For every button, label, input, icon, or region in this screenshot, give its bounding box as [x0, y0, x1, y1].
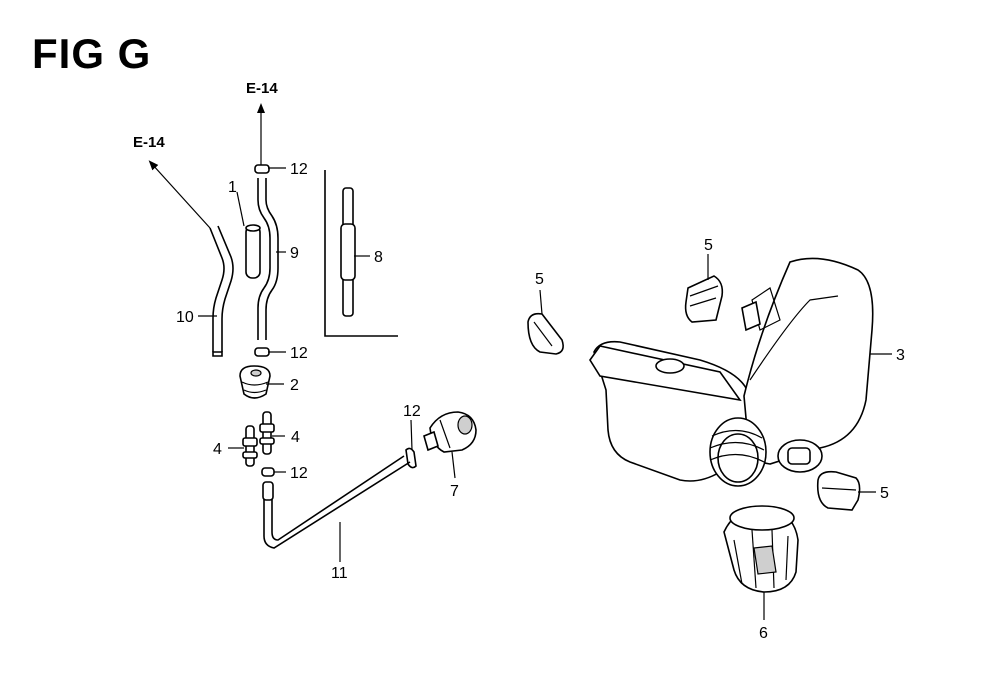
ref-arrow-left — [148, 160, 211, 229]
part-5-damper-left — [527, 312, 564, 355]
callout-5-left[interactable]: 5 — [535, 271, 544, 288]
part-5-damper-right — [816, 470, 861, 511]
callout-7[interactable]: 7 — [450, 483, 459, 500]
callout-6[interactable]: 6 — [759, 625, 768, 642]
callout-5-right[interactable]: 5 — [880, 485, 889, 502]
part-3-fuel-tank — [589, 257, 874, 487]
part-7-primer — [423, 411, 477, 453]
ref-e14-top[interactable]: E-14 — [246, 80, 278, 97]
part-2-fuel-filter — [239, 365, 271, 399]
callout-3[interactable]: 3 — [896, 347, 905, 364]
callout-12-low[interactable]: 12 — [290, 465, 308, 482]
part-1-tube — [245, 224, 261, 279]
callout-12-mid[interactable]: 12 — [290, 345, 308, 362]
part-12-clip-mid — [254, 347, 270, 357]
part-12-clip-low — [261, 467, 275, 477]
callout-10[interactable]: 10 — [176, 309, 194, 326]
part-5-damper-top — [684, 275, 724, 323]
callout-5-top[interactable]: 5 — [704, 237, 713, 254]
callout-11[interactable]: 11 — [331, 565, 348, 582]
callout-2[interactable]: 2 — [290, 377, 299, 394]
part-8-pipe — [324, 170, 398, 337]
callout-4-right[interactable]: 4 — [291, 429, 300, 446]
part-9-return-tube — [257, 178, 279, 340]
part-12-clip-top — [254, 164, 270, 174]
ref-e14-left[interactable]: E-14 — [133, 134, 165, 151]
part-4-grommet-left — [242, 425, 258, 467]
part-6-fuel-cap — [723, 505, 799, 593]
callout-12-right[interactable]: 12 — [403, 403, 421, 420]
callout-12-top[interactable]: 12 — [290, 161, 308, 178]
part-12-clip-right — [405, 447, 417, 469]
callout-1[interactable]: 1 — [228, 179, 237, 196]
callout-8[interactable]: 8 — [374, 249, 383, 266]
part-11-long-tube — [262, 455, 411, 549]
callout-9[interactable]: 9 — [290, 245, 299, 262]
part-4-grommet-right — [259, 411, 275, 455]
callout-4-left[interactable]: 4 — [213, 441, 222, 458]
part-10-fuel-tube — [209, 225, 234, 357]
leader-lines — [198, 167, 892, 620]
figure-title: FIG G — [32, 30, 152, 77]
